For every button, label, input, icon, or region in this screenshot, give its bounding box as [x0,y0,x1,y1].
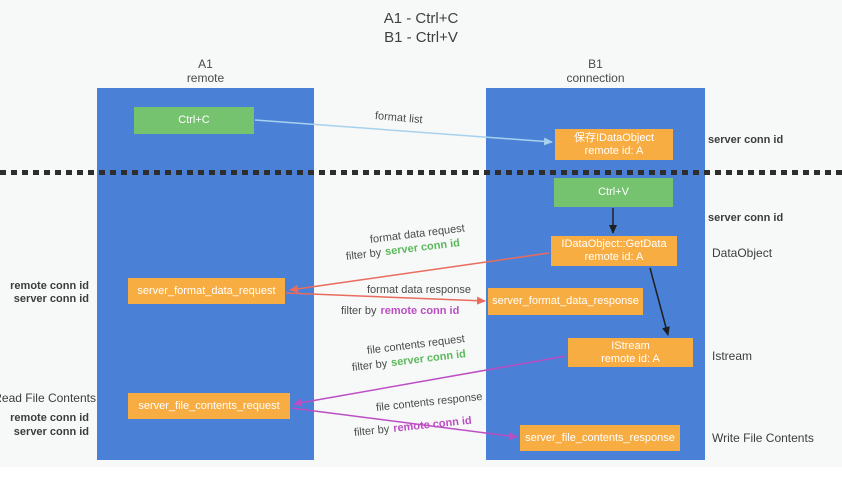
server-file-contents-request-node: server_file_contents_request [128,393,290,419]
session-divider-dotted-line [0,170,842,175]
remote-conn-id-text: remote conn id [380,305,460,317]
save-dataobject-line1: 保存IDataObject [573,131,655,144]
format-list-label: format list [374,110,424,127]
filter-by-text: filter by [341,305,377,317]
filter-by-text: filter by [353,423,390,439]
save-dataobject-node: 保存IDataObject remote id: A [555,129,673,160]
server-conn-id-annotation-left-2: server conn id [13,426,89,438]
idataobject-getdata-node: IDataObject::GetData remote id: A [551,236,677,266]
server-format-data-response-label: server_format_data_response [492,295,639,307]
title-line-a1: A1 - Ctrl+C [383,10,459,27]
column-a-header: A1 remote [97,57,314,85]
ctrl-v-node: Ctrl+V [554,178,673,207]
istream-line1: IStream [611,339,650,352]
dataobject-annotation: DataObject [712,246,773,260]
title-line-b1: B1 - Ctrl+V [384,29,458,46]
ctrl-v-label: Ctrl+V [598,186,629,198]
idataobject-getdata-line1: IDataObject::GetData [561,238,667,250]
format-data-response-label: format data response [367,284,471,296]
file-contents-response-label: file contents response [375,390,484,414]
server-format-data-request-label: server_format_data_request [137,284,276,297]
write-file-contents-annotation: Write File Contents [712,431,814,445]
server-conn-id-annotation-mid: server conn id [708,212,784,224]
istream-line2: remote id: A [601,352,660,365]
ctrl-c-label: Ctrl+C [178,114,210,126]
ctrl-c-node: Ctrl+C [134,107,254,134]
server-format-data-response-node: server_format_data_response [488,288,643,315]
save-dataobject-line2: remote id: A [584,144,644,157]
column-a-name: A1 [198,57,213,71]
diagram-title: A1 - Ctrl+C B1 - Ctrl+V [301,9,541,47]
server-conn-id-annotation-left-1: server conn id [13,293,89,305]
remote-conn-id-text: remote conn id [392,414,473,435]
filter-by-text: filter by [345,246,382,263]
column-a-role: remote [186,71,225,85]
server-conn-id-annotation-top: server conn id [708,134,784,146]
remote-conn-id-annotation-2: remote conn id [10,412,89,424]
idataobject-getdata-line2: remote id: A [584,251,644,263]
server-format-data-request-node: server_format_data_request [128,278,285,304]
column-b-header: B1 connection [487,57,704,85]
bottom-margin-strip [0,467,842,485]
column-b-name: B1 [588,57,603,71]
column-b-role: connection [566,71,625,85]
istream-annotation: Istream [712,349,753,363]
read-file-contents-annotation: Read File Contents [0,391,96,405]
server-file-contents-request-label: server_file_contents_request [138,399,280,412]
server-file-contents-response-label: server_file_contents_response [525,431,675,444]
remote-conn-id-annotation-1: remote conn id [10,280,89,292]
istream-node: IStream remote id: A [568,338,693,367]
server-file-contents-response-node: server_file_contents_response [520,425,680,451]
filter-by-text: filter by [351,357,388,374]
